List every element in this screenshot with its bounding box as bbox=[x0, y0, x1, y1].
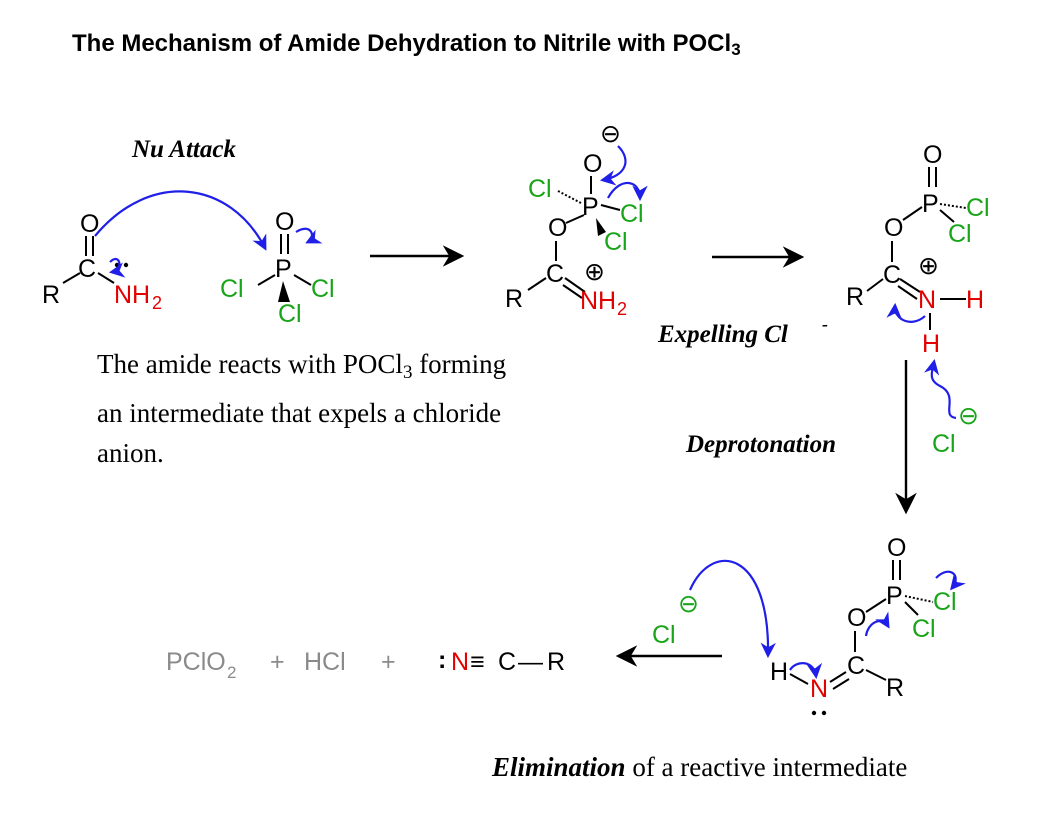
chloride-deprot: Cl ⊖ bbox=[932, 402, 979, 458]
svg-text:H: H bbox=[922, 330, 940, 358]
intermediate-2: O P Cl Cl O C R N ⊕ H H bbox=[846, 141, 990, 358]
svg-text:R: R bbox=[42, 281, 60, 309]
svg-text:⊖: ⊖ bbox=[958, 402, 979, 430]
intermediate-1: ⊖ O P Cl Cl Cl O C R NH 2 ⊕ bbox=[505, 120, 644, 319]
step-label-nu-attack: Nu Attack bbox=[131, 136, 236, 163]
svg-text:HCl: HCl bbox=[304, 648, 346, 676]
svg-text:⊖: ⊖ bbox=[678, 590, 699, 618]
po-arrow bbox=[935, 570, 966, 591]
svg-text:+: + bbox=[381, 648, 396, 676]
svg-text:2: 2 bbox=[617, 299, 627, 319]
svg-text:O: O bbox=[884, 214, 903, 242]
svg-text:P: P bbox=[922, 190, 939, 218]
svg-text:R: R bbox=[505, 285, 523, 313]
svg-text:O: O bbox=[548, 214, 567, 242]
caption-line2: an intermediate that expels a chloride bbox=[97, 398, 502, 428]
svg-text:Cl: Cl bbox=[912, 615, 936, 643]
step-label-deprotonation: Deprotonation bbox=[685, 431, 836, 458]
svg-text:C: C bbox=[883, 261, 901, 289]
svg-text:Cl: Cl bbox=[528, 175, 552, 203]
svg-text:C: C bbox=[546, 260, 564, 288]
step-label-expelling: Expelling Cl - bbox=[657, 314, 828, 348]
svg-text:P: P bbox=[582, 193, 599, 221]
amide-molecule: O C R NH 2 bbox=[42, 210, 162, 313]
diagram-title: The Mechanism of Amide Dehydration to Ni… bbox=[72, 30, 741, 59]
pcl-break-arrow bbox=[607, 181, 648, 202]
svg-text:O: O bbox=[80, 210, 99, 238]
svg-text:≡: ≡ bbox=[470, 648, 485, 676]
svg-text:Cl: Cl bbox=[652, 621, 676, 649]
co-arrow bbox=[864, 611, 890, 637]
svg-text:R: R bbox=[846, 283, 864, 311]
svg-text:P: P bbox=[275, 255, 292, 283]
svg-text:H: H bbox=[966, 286, 984, 314]
svg-text:Cl: Cl bbox=[966, 194, 990, 222]
svg-text:2: 2 bbox=[152, 293, 162, 313]
pi-bond-arrow bbox=[295, 227, 323, 244]
elimination-arrow bbox=[688, 559, 776, 659]
products: PClO 2 + HCl + : N ≡ C — R bbox=[166, 646, 565, 682]
svg-text:Cl: Cl bbox=[278, 300, 302, 328]
svg-text:—: — bbox=[518, 648, 543, 676]
svg-text:Cl: Cl bbox=[933, 588, 957, 616]
svg-text:C: C bbox=[78, 255, 96, 283]
svg-text:R: R bbox=[547, 648, 565, 676]
pocl3-molecule: O P Cl Cl Cl bbox=[220, 208, 335, 328]
svg-text:O: O bbox=[923, 141, 942, 169]
svg-text:Expelling Cl: Expelling Cl bbox=[657, 321, 788, 348]
svg-text:Cl: Cl bbox=[311, 275, 335, 303]
svg-text:O: O bbox=[887, 534, 906, 562]
svg-text:N: N bbox=[810, 675, 828, 703]
deprotonation-arrow bbox=[924, 358, 957, 420]
oxide-arrow bbox=[599, 145, 627, 186]
svg-text:NH: NH bbox=[580, 287, 616, 315]
svg-text:⊕: ⊕ bbox=[918, 252, 939, 280]
intermediate-3: O P Cl Cl O C R N H bbox=[770, 534, 957, 716]
svg-text:⊖: ⊖ bbox=[600, 120, 621, 148]
svg-text:C: C bbox=[847, 652, 865, 680]
svg-text:N: N bbox=[451, 648, 469, 676]
nu-attack-arrow bbox=[94, 190, 267, 251]
svg-text:-: - bbox=[822, 314, 828, 334]
step1-caption: The amide reacts with POCl3 forming an i… bbox=[97, 344, 617, 473]
svg-text:+: + bbox=[270, 648, 285, 676]
caption-line1: The amide reacts with POCl3 forming bbox=[97, 349, 507, 383]
svg-text:C: C bbox=[498, 648, 516, 676]
svg-text:Cl: Cl bbox=[948, 220, 972, 248]
svg-text:Cl: Cl bbox=[932, 430, 956, 458]
svg-text:PClO: PClO bbox=[166, 648, 226, 676]
caption-line3: anion. bbox=[97, 438, 164, 468]
svg-text:O: O bbox=[583, 150, 602, 178]
svg-text:N: N bbox=[918, 286, 936, 314]
nh-arrow bbox=[789, 662, 823, 680]
svg-text:O: O bbox=[275, 208, 294, 236]
svg-text:O: O bbox=[847, 604, 866, 632]
svg-text:NH: NH bbox=[114, 281, 150, 309]
elimination-caption: Elimination of a reactive intermediate bbox=[492, 752, 908, 782]
svg-text:Cl: Cl bbox=[620, 200, 644, 228]
svg-text:Cl: Cl bbox=[220, 275, 244, 303]
svg-text::: : bbox=[438, 646, 446, 674]
svg-text:⊕: ⊕ bbox=[584, 258, 605, 286]
svg-text:P: P bbox=[886, 582, 903, 610]
svg-text:H: H bbox=[770, 658, 788, 686]
svg-text:Cl: Cl bbox=[604, 228, 628, 256]
nh-break-arrow bbox=[886, 302, 926, 323]
svg-text:R: R bbox=[886, 674, 904, 702]
chloride-elim: Cl ⊖ bbox=[652, 590, 699, 649]
svg-text:2: 2 bbox=[227, 663, 236, 682]
lone-pair-arrow bbox=[108, 257, 126, 278]
